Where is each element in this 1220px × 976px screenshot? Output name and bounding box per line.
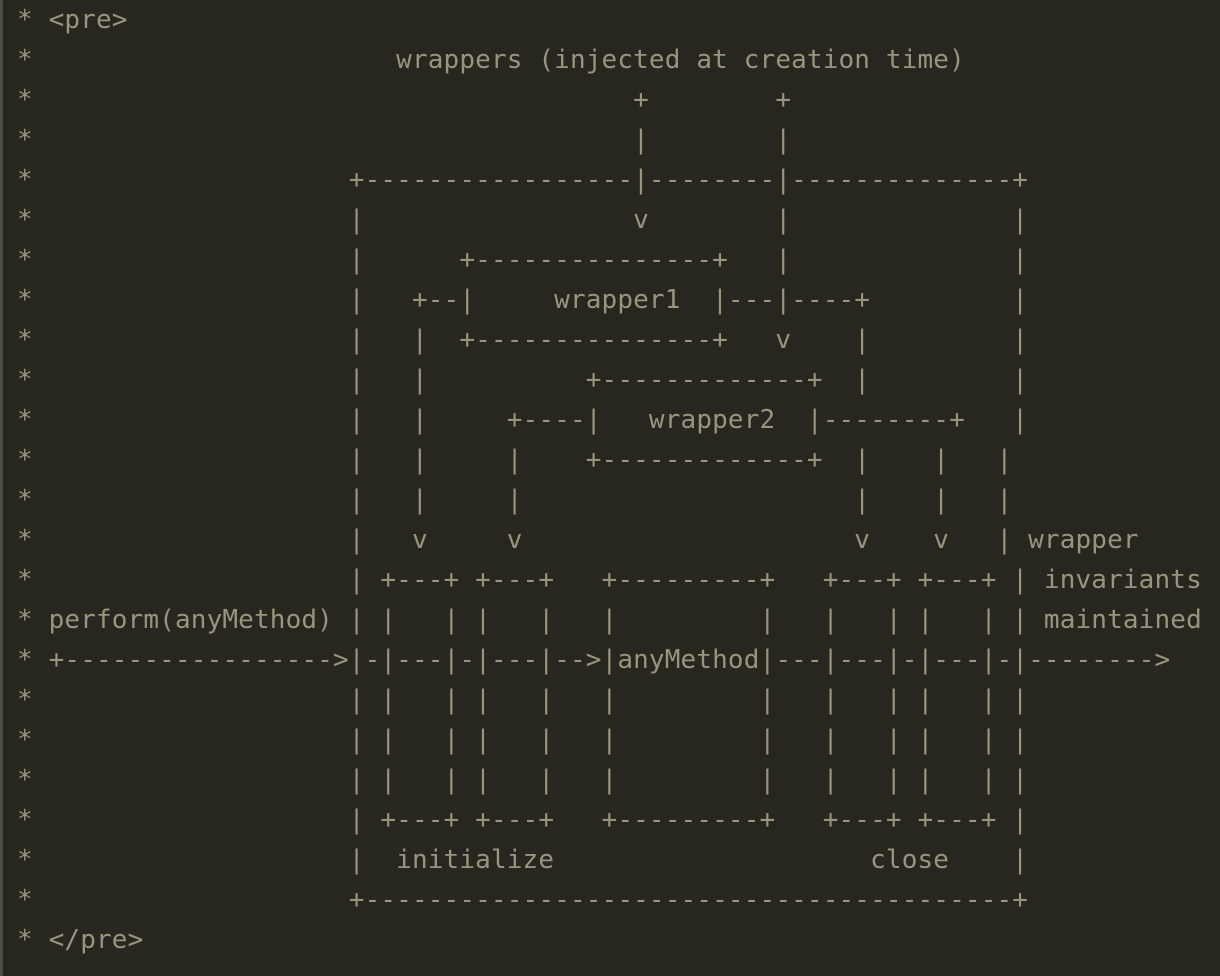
editor-left-border (0, 0, 3, 976)
